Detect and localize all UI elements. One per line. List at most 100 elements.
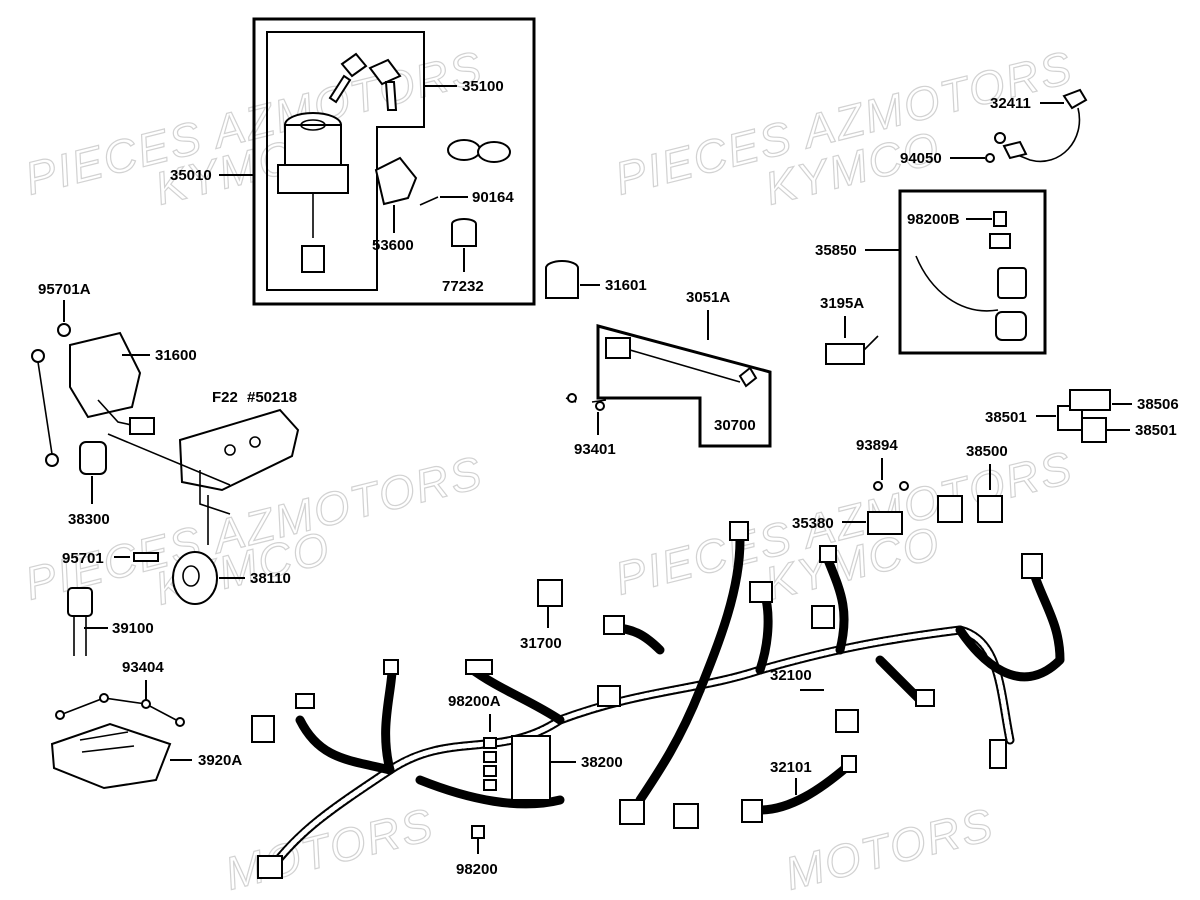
connector-wire bbox=[863, 335, 879, 351]
bracket-arm bbox=[199, 470, 231, 515]
lock-cap-icon bbox=[477, 141, 511, 163]
inner-box-35100 bbox=[266, 31, 425, 291]
relay-38501-icon bbox=[1081, 417, 1107, 443]
key-blade bbox=[384, 81, 398, 111]
harness-branch bbox=[823, 555, 849, 655]
fuse-icon bbox=[483, 737, 497, 749]
part-label-32101: 32101 bbox=[770, 759, 812, 776]
sub-harness-cable bbox=[755, 761, 853, 815]
harness-branch bbox=[955, 555, 1065, 682]
starter-relay-group: 98200B 35850 bbox=[815, 189, 1047, 355]
harness-connector bbox=[251, 715, 275, 743]
battery-cable-group: 32411 94050 bbox=[900, 88, 1088, 167]
ignition-connector bbox=[301, 245, 325, 273]
harness-branch bbox=[295, 715, 395, 775]
part-label-35380: 35380 bbox=[792, 515, 834, 532]
relay-38500-icon bbox=[937, 495, 963, 523]
harness-connector bbox=[465, 659, 493, 675]
bolt-icon bbox=[31, 349, 45, 363]
harness-connector bbox=[749, 581, 773, 603]
harness-connector bbox=[673, 803, 699, 829]
part-label-50218: #50218 bbox=[247, 389, 297, 406]
horn-center bbox=[182, 565, 200, 587]
part-label-93894: 93894 bbox=[856, 437, 898, 454]
harness-connector bbox=[597, 685, 621, 707]
part-label-38506: 38506 bbox=[1137, 396, 1179, 413]
bolt-icon bbox=[175, 717, 185, 727]
screw-head bbox=[595, 401, 605, 411]
harness-connector bbox=[1021, 553, 1043, 579]
fuse-holder bbox=[989, 233, 1011, 249]
part-label-35850: 35850 bbox=[815, 242, 857, 259]
bolt-line bbox=[37, 361, 53, 455]
part-label-95701: 95701 bbox=[62, 550, 104, 567]
part-label-98200A: 98200A bbox=[448, 693, 501, 710]
fuse-icon bbox=[471, 825, 485, 839]
part-label-39100: 39100 bbox=[112, 620, 154, 637]
part-label-93404: 93404 bbox=[122, 659, 164, 676]
harness-connector bbox=[295, 693, 315, 709]
harness-branch bbox=[755, 587, 773, 675]
lock-cylinder-body bbox=[451, 224, 477, 247]
sensor-tip bbox=[738, 366, 758, 388]
bolt-icon bbox=[133, 552, 159, 562]
relay-boot-icon bbox=[995, 311, 1027, 341]
key-icon bbox=[368, 58, 402, 86]
sensor-group: 3051A 30700 93401 bbox=[565, 289, 772, 458]
bracket-hole bbox=[224, 444, 236, 456]
battery-cable bbox=[1009, 107, 1081, 163]
relay-38300-icon bbox=[79, 441, 107, 475]
ignition-switch-group: 35100 35010 90164 53600 77232 bbox=[170, 17, 536, 306]
part-label-3920A: 3920A bbox=[198, 752, 242, 769]
part-39100: 39100 bbox=[67, 587, 154, 656]
part-label-38200: 38200 bbox=[581, 754, 623, 771]
harness-connector bbox=[819, 545, 837, 563]
part-label-38501-b: 38501 bbox=[1135, 422, 1177, 439]
lock-cap-icon bbox=[447, 139, 481, 161]
sensor-connector bbox=[605, 337, 631, 359]
harness-connector bbox=[383, 659, 399, 675]
starter-relay-icon bbox=[997, 267, 1027, 299]
bracket-icon bbox=[178, 408, 300, 492]
bracket-hole bbox=[249, 436, 261, 448]
socket-body bbox=[545, 268, 579, 299]
bolt-icon bbox=[141, 699, 151, 709]
part-label-31700: 31700 bbox=[520, 635, 562, 652]
lock-cover-icon bbox=[374, 156, 418, 206]
part-label-38300: 38300 bbox=[68, 511, 110, 528]
harness-branch bbox=[415, 775, 565, 809]
relay-38500-icon bbox=[977, 495, 1003, 523]
keyhole bbox=[300, 119, 326, 131]
part-label-95701A: 95701A bbox=[38, 281, 91, 298]
screw-head bbox=[567, 393, 577, 403]
harness-branch bbox=[635, 685, 705, 805]
relay-39100-icon bbox=[67, 587, 93, 617]
part-label-32411: 32411 bbox=[990, 95, 1031, 112]
sensor-box bbox=[596, 324, 772, 448]
part-label-94050: 94050 bbox=[900, 150, 942, 167]
bolt-icon bbox=[55, 710, 65, 720]
relay-socket-38506 bbox=[1069, 389, 1111, 411]
relay-31700-icon bbox=[537, 579, 563, 607]
bolt-icon bbox=[45, 453, 59, 467]
reference-line bbox=[107, 433, 231, 486]
main-harness-32100: 32100 bbox=[251, 521, 1065, 879]
bolt-icon bbox=[57, 323, 71, 337]
relay-pair-group: 38501 38506 38501 bbox=[985, 389, 1179, 443]
bolt-icon bbox=[99, 693, 109, 703]
harness-connector bbox=[841, 755, 857, 773]
part-label-35100: 35100 bbox=[462, 78, 504, 95]
screw-icon bbox=[419, 196, 439, 206]
harness-connector bbox=[729, 521, 749, 541]
nut-icon bbox=[994, 132, 1006, 144]
part-label-77232: 77232 bbox=[442, 278, 484, 295]
ecu-bolt-lines bbox=[59, 697, 181, 723]
fuse-icon bbox=[483, 779, 497, 791]
part-label-98200: 98200 bbox=[456, 861, 498, 878]
harness-branch bbox=[381, 667, 397, 775]
harness-connector bbox=[835, 709, 859, 733]
watermark-text: MOTORS bbox=[780, 798, 999, 900]
part-label-38110: 38110 bbox=[250, 570, 291, 587]
screw-head bbox=[899, 481, 909, 491]
